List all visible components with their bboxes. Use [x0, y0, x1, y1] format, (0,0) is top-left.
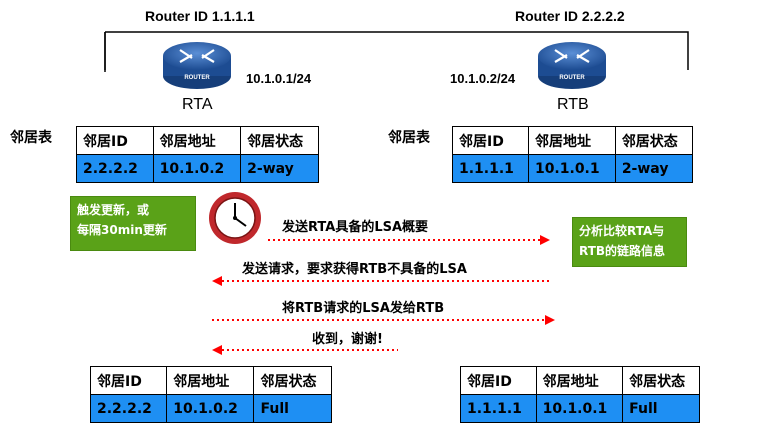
cell-neighbor-address: 10.1.0.2 — [166, 394, 255, 423]
header-neighbor-id: 邻居ID — [460, 366, 537, 395]
router-id-rta: Router ID 1.1.1.1 — [145, 8, 255, 24]
header-neighbor-id: 邻居ID — [76, 126, 154, 155]
arrowhead-2 — [212, 276, 222, 286]
cell-neighbor-id: 2.2.2.2 — [89, 394, 168, 423]
message-lsa-summary: 发送RTA具备的LSA概要 — [282, 220, 429, 235]
header-neighbor-state: 邻居状态 — [253, 366, 332, 395]
router-id-rtb: Router ID 2.2.2.2 — [515, 8, 625, 24]
neighbor-table-rtb-full: 邻居ID 邻居地址 邻居状态 1.1.1.1 10.1.0.1 Full — [460, 366, 700, 423]
trigger-note-line2: 每隔30min更新 — [77, 223, 167, 237]
header-neighbor-id: 邻居ID — [452, 126, 529, 155]
cell-neighbor-address: 10.1.0.1 — [527, 154, 616, 183]
message-ack: 收到，谢谢! — [312, 332, 383, 347]
arrowhead-3 — [545, 315, 555, 325]
router-name-rta: RTA — [182, 96, 213, 113]
cell-neighbor-state: Full — [622, 394, 700, 423]
header-neighbor-id: 邻居ID — [89, 366, 168, 395]
cell-neighbor-state: 2-way — [614, 154, 694, 183]
header-neighbor-state: 邻居状态 — [622, 366, 700, 395]
cell-neighbor-id: 1.1.1.1 — [452, 154, 529, 183]
router-icon-label-rtb: ROUTER — [559, 75, 585, 81]
router-icon-label-rta: ROUTER — [184, 75, 210, 81]
cell-neighbor-state: 2-way — [240, 154, 319, 183]
cell-neighbor-address: 10.1.0.1 — [535, 394, 624, 423]
analysis-note-line1: 分析比较RTA与 — [579, 224, 665, 238]
cell-neighbor-address: 10.1.0.2 — [152, 154, 242, 183]
analysis-note-line2: RTB的链路信息 — [579, 244, 666, 258]
cell-neighbor-id: 2.2.2.2 — [76, 154, 154, 183]
neighbor-table-label-rtb: 邻居表 — [388, 130, 430, 146]
neighbor-table-rta-full: 邻居ID 邻居地址 邻居状态 2.2.2.2 10.1.0.2 Full — [89, 366, 332, 423]
router-name-rtb: RTB — [557, 96, 589, 113]
trigger-note-line1: 触发更新，或 — [77, 203, 150, 217]
header-neighbor-address: 邻居地址 — [166, 366, 255, 395]
header-neighbor-state: 邻居状态 — [614, 126, 694, 155]
neighbor-table-rtb-2way: 邻居ID 邻居地址 邻居状态 1.1.1.1 10.1.0.1 2-way — [452, 126, 694, 183]
arrowhead-4 — [212, 345, 222, 355]
cell-neighbor-state: Full — [253, 394, 332, 423]
router-icon-rta: ROUTER — [163, 42, 231, 89]
header-neighbor-state: 邻居状态 — [240, 126, 319, 155]
message-lsa-request: 发送请求，要求获得RTB不具备的LSA — [242, 262, 467, 277]
cell-neighbor-id: 1.1.1.1 — [460, 394, 537, 423]
analysis-note: 分析比较RTA与 RTB的链路信息 — [572, 217, 687, 267]
neighbor-table-label-rta: 邻居表 — [10, 130, 52, 146]
message-lsa-send: 将RTB请求的LSA发给RTB — [282, 301, 445, 316]
header-neighbor-address: 邻居地址 — [535, 366, 624, 395]
interface-ip-rta: 10.1.0.1/24 — [246, 71, 312, 86]
interface-ip-rtb: 10.1.0.2/24 — [450, 71, 516, 86]
clock-icon — [209, 192, 261, 244]
header-neighbor-address: 邻居地址 — [527, 126, 616, 155]
trigger-update-note: 触发更新，或 每隔30min更新 — [70, 196, 196, 251]
header-neighbor-address: 邻居地址 — [152, 126, 242, 155]
arrowhead-1 — [540, 235, 550, 245]
router-icon-rtb: ROUTER — [538, 42, 606, 89]
neighbor-table-rta-2way: 邻居ID 邻居地址 邻居状态 2.2.2.2 10.1.0.2 2-way — [76, 126, 319, 183]
